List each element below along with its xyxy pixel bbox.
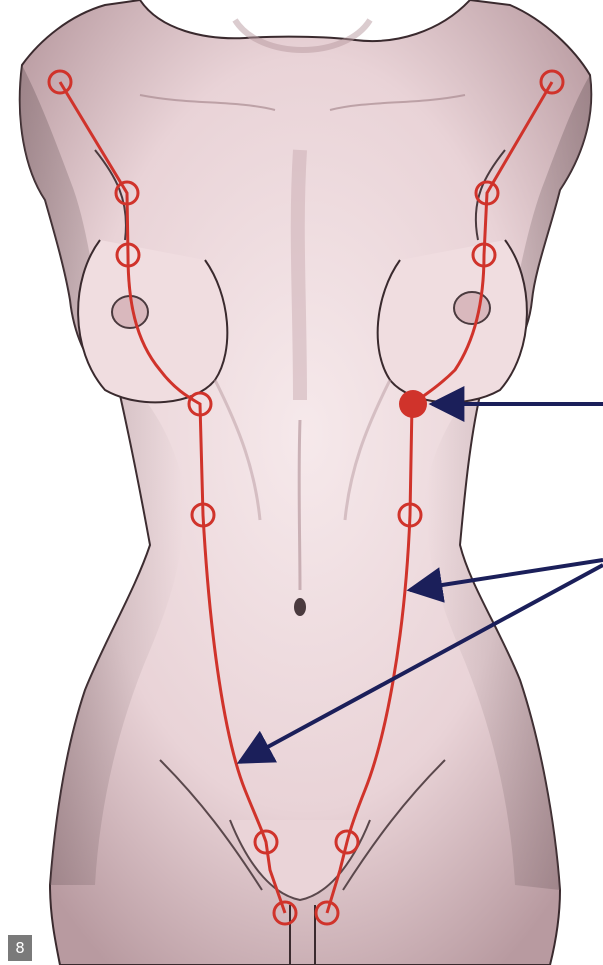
right-breast (378, 240, 527, 402)
figure-number-badge: 8 (8, 935, 32, 961)
left-breast (78, 240, 227, 402)
key-acupoint-filled (399, 390, 427, 418)
right-nipple (454, 292, 490, 324)
navel (294, 598, 306, 616)
abdomen-midline (299, 420, 300, 590)
sternum-shadow (298, 150, 300, 400)
